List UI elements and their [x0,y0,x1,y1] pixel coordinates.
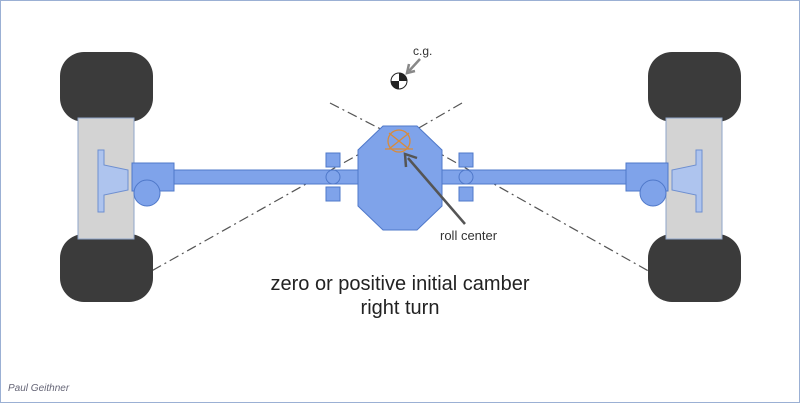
left-link-bracket [325,152,341,202]
author-credit: Paul Geithner [8,383,70,394]
left-tire-bottom [60,234,153,302]
cg-symbol-icon [390,72,408,90]
diagram-caption: zero or positive initial camber right tu… [0,272,800,320]
cg-label: c.g. [413,44,433,58]
caption-line-2: right turn [360,297,440,319]
left-brake-drum [97,149,129,213]
roll-center-label: roll center [440,228,498,243]
differential-housing [357,125,443,231]
cg-arrow-icon [405,58,421,75]
right-link-bracket [458,152,474,202]
right-tire-top [648,52,741,122]
right-spring-mount [639,179,667,207]
right-wheel [648,52,741,302]
right-brake-drum [671,149,703,213]
caption-line-1: zero or positive initial camber [270,273,530,295]
left-spring-mount [133,179,161,207]
roll-center-arrow-icon [403,152,466,225]
left-tire-top [60,52,153,122]
left-wheel [60,52,153,302]
roll-center-marker [385,129,413,153]
guide-line-left-low [99,129,403,301]
right-tire-bottom [648,234,741,302]
guide-line-right-low [397,129,701,301]
